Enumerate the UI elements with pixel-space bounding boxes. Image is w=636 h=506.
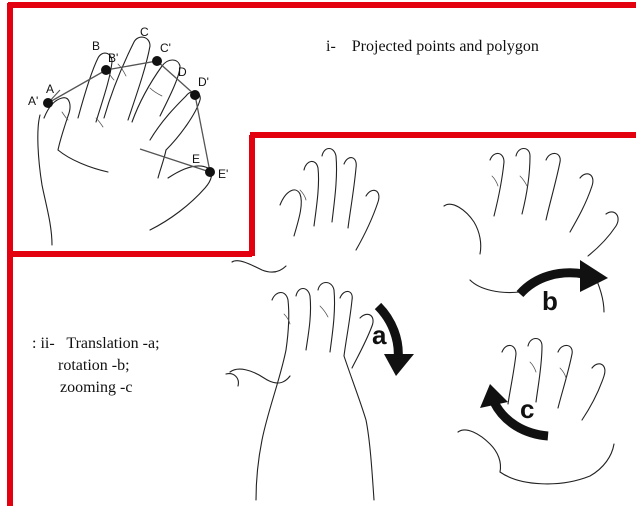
rotation-arrow: b [520, 260, 608, 316]
panel-i-caption: i- Projected points and polygon [326, 37, 539, 56]
rotation-arrow-label: b [542, 286, 558, 316]
translation-arrow: a [372, 306, 414, 376]
point-b-prime-marker [101, 65, 111, 75]
point-d-prime-marker [190, 90, 200, 100]
zoom-arrowhead [480, 384, 508, 408]
point-e-prime-marker [205, 167, 215, 177]
zoom-arrow-label: c [520, 394, 534, 424]
panel-ii-caption-line2: rotation -b; [58, 356, 130, 375]
translation-arrowhead [384, 354, 414, 376]
point-a-prime-marker [43, 98, 53, 108]
point-label-c-prime: C' [160, 41, 171, 55]
point-label-d: D [178, 65, 187, 79]
point-label-e-prime: E' [218, 167, 228, 181]
point-label-b: B [92, 39, 100, 53]
panel-i-hand: A A' B B' C C' D D' E E' [28, 25, 228, 245]
panel-frame [8, 3, 636, 506]
rotation-arrowhead [580, 260, 608, 292]
point-label-a: A [46, 82, 54, 96]
point-label-e: E [192, 152, 200, 166]
panel-ii-caption-line3: zooming -c [60, 378, 132, 397]
point-label-b-prime: B' [108, 51, 118, 65]
point-label-a-prime: A' [28, 94, 38, 108]
point-label-c: C [140, 25, 149, 39]
point-label-d-prime: D' [198, 75, 209, 89]
point-c-prime-marker [152, 56, 162, 66]
translation-arrow-label: a [372, 320, 387, 350]
panel-ii-caption-line1: : ii- Translation -a; [32, 334, 160, 353]
